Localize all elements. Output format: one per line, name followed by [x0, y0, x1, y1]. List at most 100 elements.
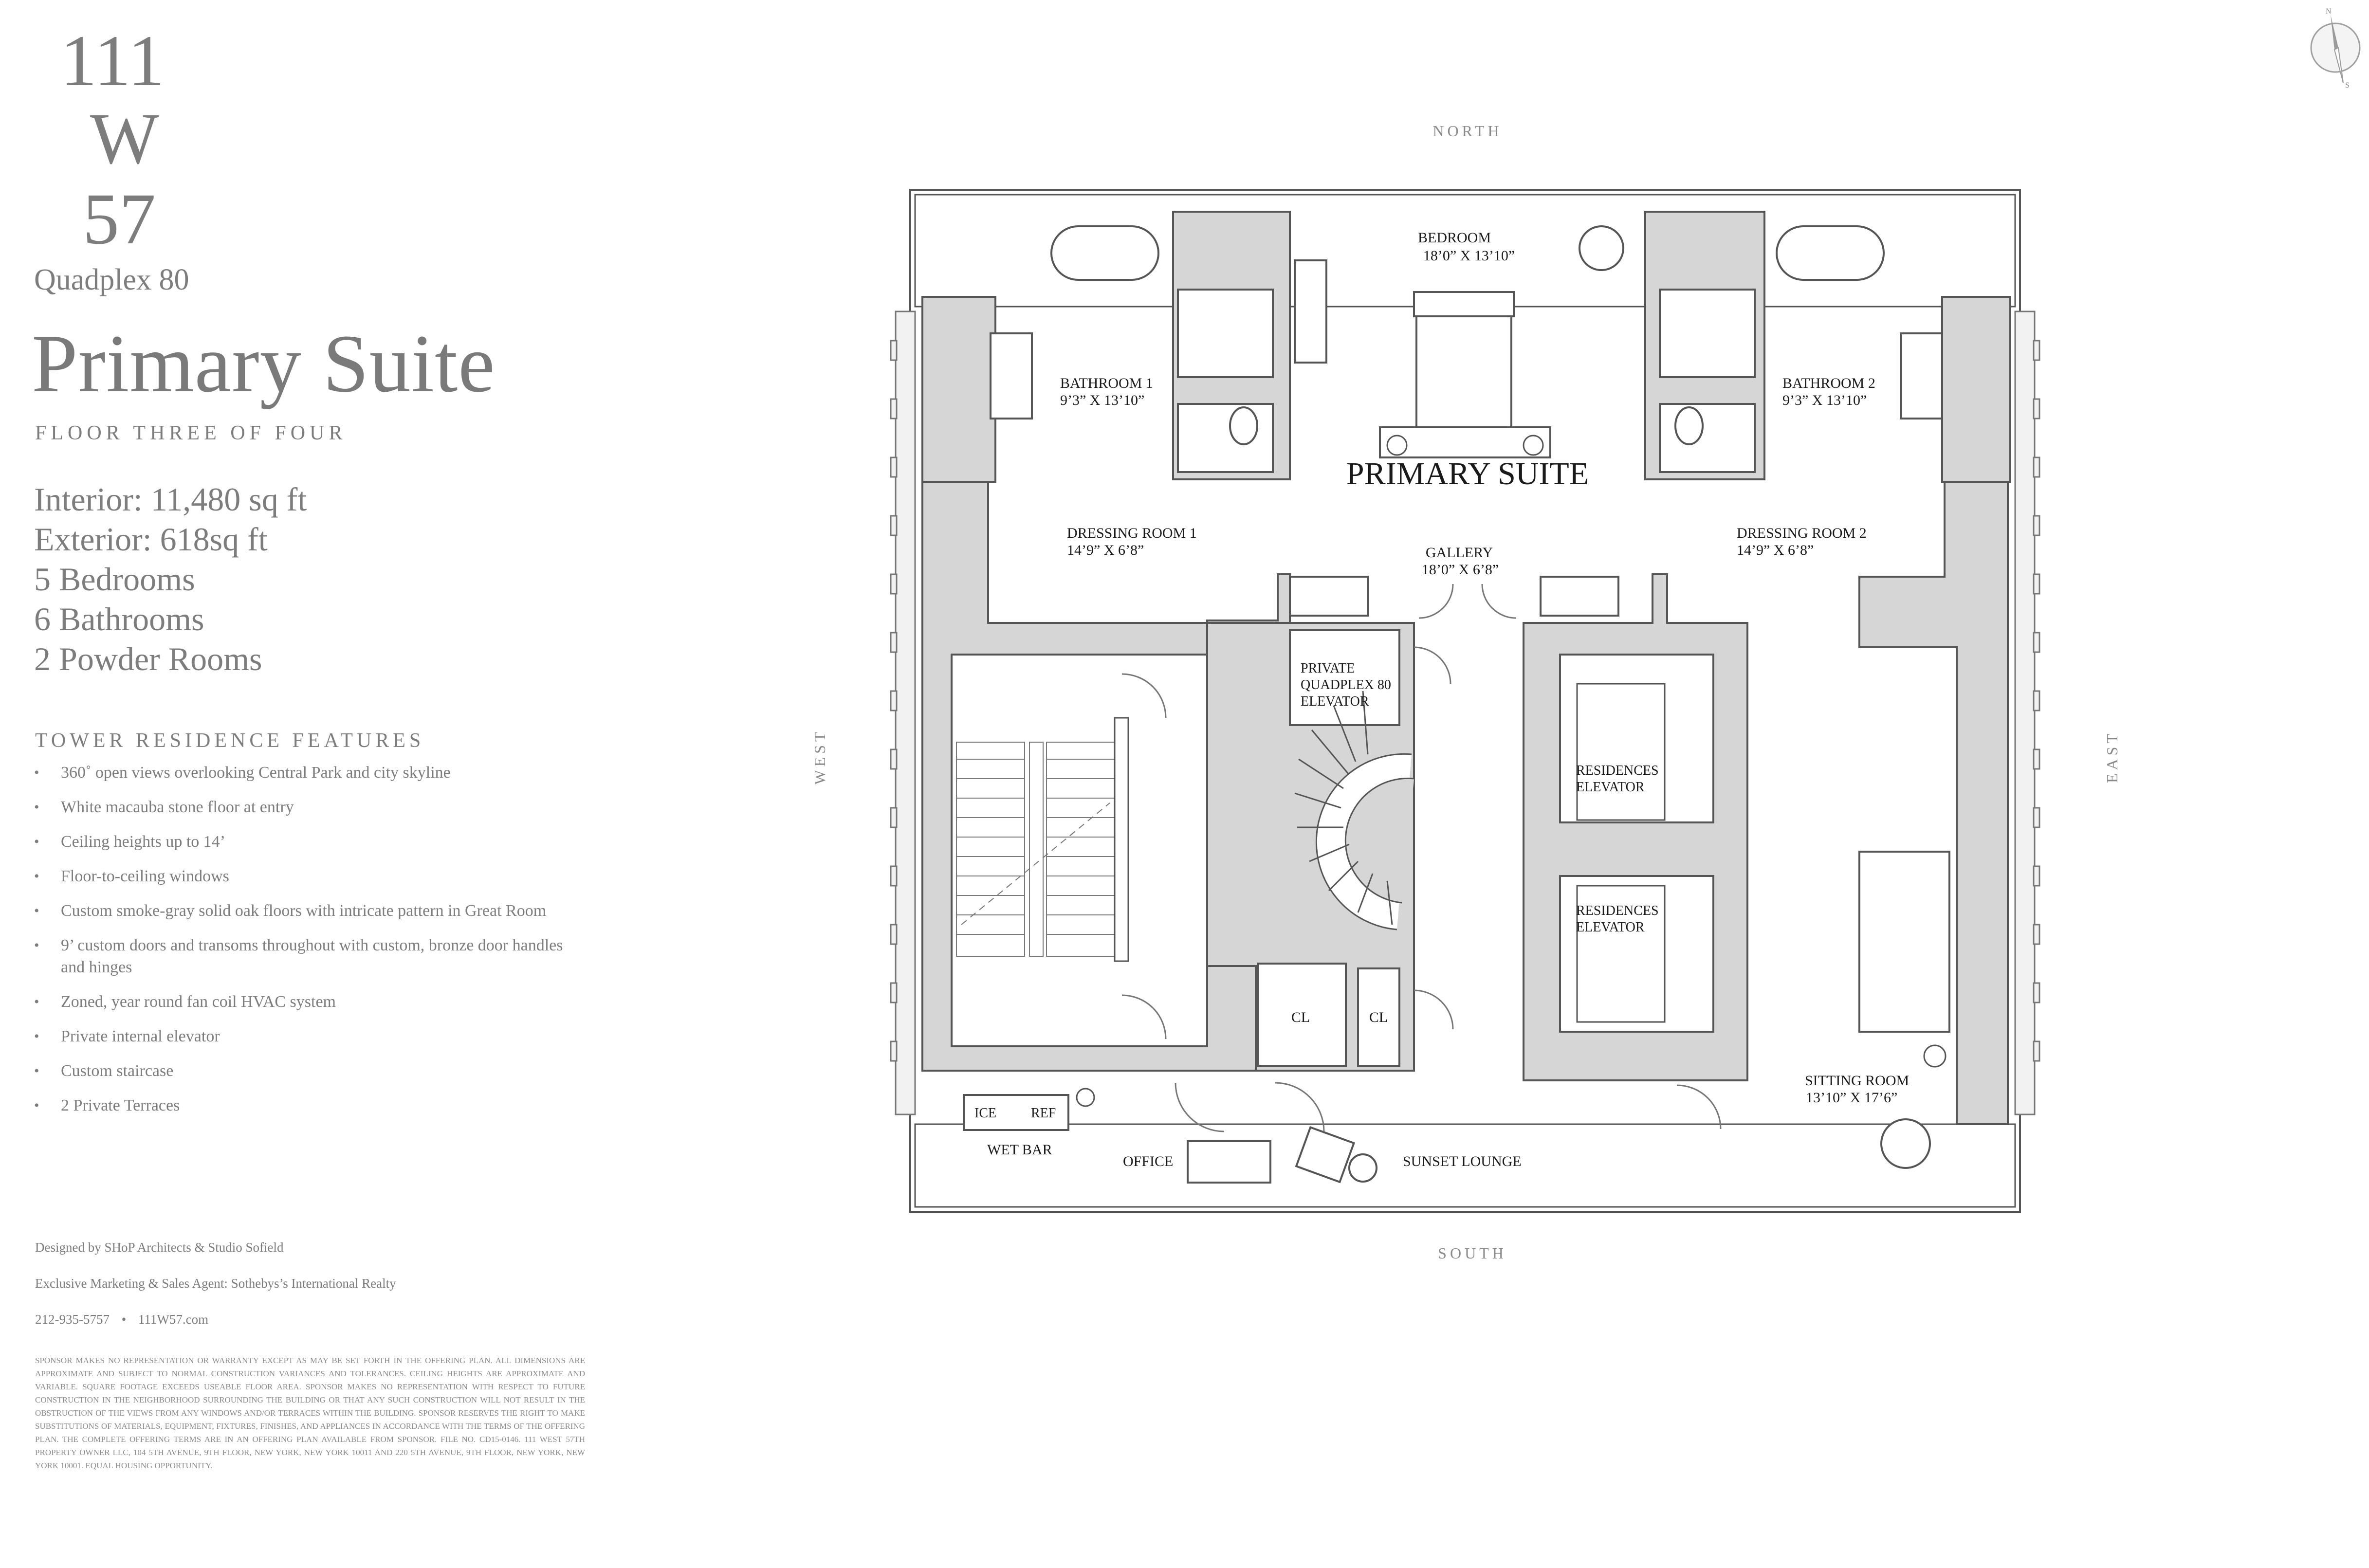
column-marker [1076, 1088, 1095, 1107]
sunset-lounge-label: SUNSET LOUNGE [1403, 1153, 1522, 1169]
res-elevator-1-label-2: ELEVATOR [1576, 780, 1645, 795]
feature-item: 360˚ open views overlooking Central Park… [34, 762, 577, 784]
ref-label: REF [1031, 1106, 1056, 1121]
res-elevator-2-cab [1559, 875, 1714, 1033]
res-elevator-2-label-1: RESIDENCES [1576, 903, 1659, 918]
bath2-wc [1659, 403, 1756, 473]
bedroom-dims: 18’0” X 13’10” [1423, 248, 1515, 264]
north-label: NORTH [1432, 122, 1502, 140]
stat-exterior: Exterior: 618sq ft [34, 521, 268, 558]
feature-item: Ceiling heights up to 14’ [34, 831, 577, 853]
bathtub-2 [1776, 225, 1885, 281]
primary-suite-label: PRIMARY SUITE [1346, 456, 1589, 492]
private-elevator-label-2: QUADPLEX 80 [1301, 677, 1391, 693]
website-link[interactable]: 111W57.com [138, 1312, 209, 1327]
stat-bathrooms: 6 Bathrooms [34, 601, 204, 638]
closet-1 [1257, 963, 1347, 1067]
features-heading: TOWER RESIDENCE FEATURES [35, 729, 425, 752]
stair-treads [956, 717, 1129, 962]
contact-line: 212-935-5757 • 111W57.com [35, 1312, 208, 1327]
separator-dot: • [121, 1312, 127, 1327]
sofa-sitting-room [1858, 851, 1950, 1033]
compass-n-label: N [2326, 7, 2332, 16]
column-marker [1386, 435, 1408, 456]
feature-item: 2 Private Terraces [34, 1094, 577, 1116]
bath2-dims: 9’3” X 13’10” [1782, 392, 1867, 408]
feature-item: Floor-to-ceiling windows [34, 865, 577, 887]
features-list: 360˚ open views overlooking Central Park… [34, 762, 577, 1129]
armchair-sitting-room [1880, 1118, 1931, 1169]
bathtub-1 [1050, 225, 1159, 281]
floor-label: FLOOR THREE OF FOUR [35, 422, 347, 444]
res-elevator-2-label-2: ELEVATOR [1576, 920, 1645, 935]
ice-label: ICE [974, 1106, 996, 1121]
toilet-2 [1674, 406, 1704, 445]
bed-headboard [1413, 291, 1515, 317]
logo-w: W [90, 98, 159, 179]
dresser-bedroom [1294, 259, 1327, 364]
office-label: OFFICE [1123, 1153, 1173, 1169]
wet-bar-label: WET BAR [987, 1142, 1052, 1158]
phone-number: 212-935-5757 [35, 1312, 110, 1327]
west-wall-strip [921, 296, 996, 483]
compass-s-label: S [2345, 81, 2350, 90]
side-table-sunset [1348, 1153, 1377, 1183]
office-desk [1187, 1140, 1271, 1184]
south-label: SOUTH [1438, 1244, 1507, 1262]
private-elevator-cab [1289, 629, 1400, 726]
bed-bench [1379, 426, 1551, 458]
sitting-room-dims: 13’10” X 17’6” [1806, 1090, 1897, 1106]
dressing2-cabinet [1540, 576, 1619, 617]
feature-item: Custom staircase [34, 1060, 577, 1082]
door-swings [1121, 583, 1722, 1132]
bedroom-label: BEDROOM [1418, 230, 1491, 246]
bath1-shower [1177, 289, 1274, 378]
bath2-shower [1659, 289, 1756, 378]
sitting-room-label: SITTING ROOM [1805, 1073, 1909, 1089]
dressing2-label: DRESSING ROOM 2 [1737, 525, 1867, 541]
closet-2 [1357, 967, 1400, 1067]
column-marker [1923, 1044, 1947, 1068]
feature-item: 9’ custom doors and transoms throughout … [34, 934, 577, 978]
dressing1-cabinet [1289, 576, 1369, 617]
dressing2-dims: 14’9” X 6’8” [1737, 542, 1814, 558]
east-label: EAST [2103, 730, 2121, 783]
res-elevator-1-label-1: RESIDENCES [1576, 763, 1659, 778]
bath1-label: BATHROOM 1 [1060, 375, 1153, 391]
page-title: Primary Suite [32, 318, 496, 409]
stat-interior: Interior: 11,480 sq ft [34, 481, 307, 518]
stat-powder-rooms: 2 Powder Rooms [34, 640, 262, 677]
west-label: WEST [811, 729, 828, 784]
dressing1-label: DRESSING ROOM 1 [1067, 525, 1197, 541]
gallery-dims: 18’0” X 6’8” [1422, 562, 1499, 578]
closet-2-label: CL [1369, 1009, 1388, 1025]
res-elevator-1-cab [1559, 654, 1714, 823]
feature-item: Private internal elevator [34, 1025, 577, 1047]
toilet-1 [1229, 406, 1258, 445]
private-elevator-label-1: PRIVATE [1301, 661, 1355, 676]
private-elevator-label-3: ELEVATOR [1301, 694, 1369, 709]
column-marker [1523, 435, 1544, 456]
bath1-wc [1177, 403, 1274, 473]
feature-item: White macauba stone floor at entry [34, 796, 577, 818]
east-wall-strip [1941, 296, 2011, 483]
wet-bar-counter [963, 1094, 1069, 1131]
feature-item: Zoned, year round fan coil HVAC system [34, 991, 577, 1013]
residence-name: Quadplex 80 [34, 263, 189, 296]
east-wall-mass [1858, 296, 2009, 1125]
west-facade [890, 310, 916, 1115]
feature-item: Custom smoke-gray solid oak floors with … [34, 900, 577, 922]
vanity-2 [1900, 332, 1943, 419]
legal-disclaimer: SPONSOR MAKES NO REPRESENTATION OR WARRA… [35, 1356, 585, 1470]
dressing1-dims: 14’9” X 6’8” [1067, 542, 1144, 558]
vanity-1 [990, 332, 1033, 419]
east-facade [2014, 310, 2040, 1115]
stats-list: Interior: 11,480 sq ft Exterior: 618sq f… [34, 479, 307, 679]
logo-57: 57 [83, 179, 156, 259]
bath2-label: BATHROOM 2 [1782, 375, 1875, 391]
designer-credit: Designed by SHoP Architects & Studio Sof… [35, 1240, 284, 1255]
bath1-dims: 9’3” X 13’10” [1060, 392, 1144, 408]
stat-bedrooms: 5 Bedrooms [34, 561, 195, 598]
lounge-chair-sunset [1295, 1126, 1356, 1184]
